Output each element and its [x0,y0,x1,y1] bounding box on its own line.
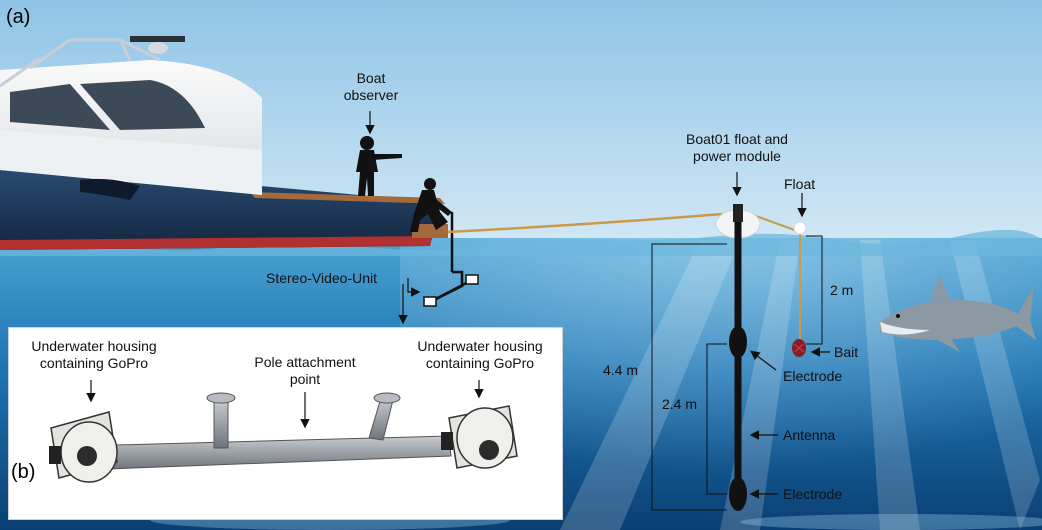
shark [880,276,1036,352]
boat-radar-dome [148,42,168,54]
arrow-electrode-top [750,350,777,371]
panel-label-b: (b) [11,461,36,483]
panel-label-a: (a) [6,6,31,28]
wave-surface [0,229,1042,256]
label-2m: 2 m [830,282,854,298]
tow-rope [447,212,723,234]
label-stereo-video-unit: Stereo-Video-Unit [266,270,378,286]
boat-hull-stripe [0,236,432,250]
boat-cabin-lower [0,130,262,195]
stereo-frame-illustration [49,380,518,483]
electrode-top-shape [729,326,747,358]
boat-flybridge [0,38,161,88]
label-bait: Bait [834,344,859,360]
annotation-arrows [365,111,830,499]
frame-bar [78,435,452,471]
label-electrode-top: Electrode [783,368,843,384]
pole-mount-right [368,397,394,441]
label-antenna: Antenna [783,427,836,443]
boat-window [80,80,205,130]
label-electrode-bottom: Electrode [783,486,843,502]
label-float: Float [784,176,816,192]
arrow-svu-right [407,278,421,297]
label-4-4m: 4.4 m [603,362,639,378]
label-float-module: Boat01 float and power module [686,131,788,164]
label-boat-observer: Boat observer [343,70,399,103]
electrode-bottom-shape [729,477,747,511]
boat-hull-accent [80,178,140,200]
boat-deck [250,192,445,204]
housing-right [441,405,518,469]
measure-2-4m [706,343,727,495]
measure-4-4m [651,243,727,511]
inset-stereo-video-unit-photo: Underwater housing containing GoPro Pole… [8,327,563,520]
boat [0,36,454,272]
measure-2m [806,235,823,345]
housing-left [49,411,118,483]
observer-silhouette [356,136,402,196]
pole-mount-left [213,399,229,449]
label-housing-right: Underwater housing containing GoPro [417,338,543,371]
label-2-4m: 2.4 m [662,396,698,412]
label-pole-attachment: Pole attachment point [254,354,356,387]
boat-radar [130,36,185,42]
label-housing-left: Underwater housing containing GoPro [31,338,157,371]
small-float [793,221,807,235]
kneeling-person-silhouette [410,178,452,232]
boat-window [10,84,110,130]
stereo-video-unit [423,270,479,307]
